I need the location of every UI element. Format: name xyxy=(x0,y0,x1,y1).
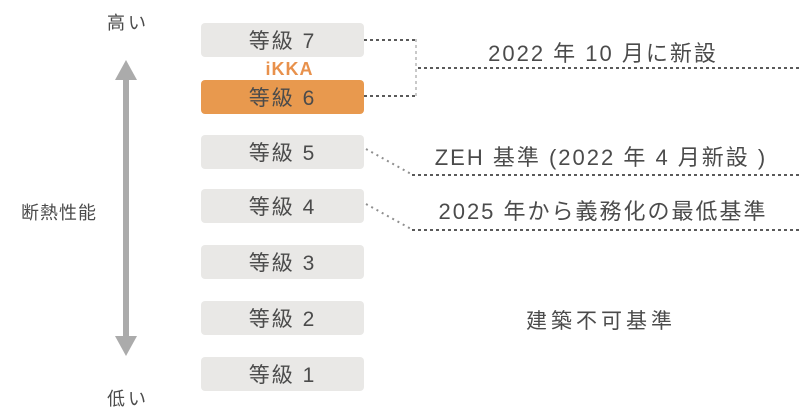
grade-box-2: 等級 2 xyxy=(201,301,364,335)
connector-bracket-vertical-dash xyxy=(415,39,417,97)
grade-box-1: 等級 1 xyxy=(201,357,364,391)
annotation-zeh-standard: ZEH 基準 (2022 年 4 月新設 ) xyxy=(434,145,768,170)
axis-title: 断熱性能 xyxy=(21,203,97,223)
axis-low-label: 低い xyxy=(107,389,149,409)
annotation-new-grades: 2022 年 10 月に新設 xyxy=(488,41,718,66)
connector-grade5-dotted xyxy=(365,148,414,176)
grade-box-2-label: 等級 2 xyxy=(248,308,317,331)
grade-box-3-label: 等級 3 xyxy=(248,252,317,275)
brand-label-ikka: iKKA xyxy=(265,59,314,79)
underline-new-grades-dash xyxy=(418,67,800,69)
arrow-down-icon xyxy=(115,336,137,356)
grade-box-5: 等級 5 xyxy=(201,135,364,169)
grade-box-5-label: 等級 5 xyxy=(248,142,317,165)
axis-high-label: 高い xyxy=(107,13,149,33)
underline-zeh-dash xyxy=(412,174,800,176)
connector-grade7-dash xyxy=(364,39,417,41)
connector-grade6-dash xyxy=(364,95,417,97)
grade-box-6-label: 等級 6 xyxy=(248,87,317,110)
underline-mandatory-dash xyxy=(412,229,800,231)
grade-box-6-highlighted: 等級 6 xyxy=(201,80,364,114)
connector-grade4-dotted xyxy=(365,203,414,231)
arrow-shaft xyxy=(123,78,129,338)
grade-box-4-label: 等級 4 xyxy=(248,196,317,219)
grade-box-1-label: 等級 1 xyxy=(248,364,317,387)
grade-box-7: 等級 7 xyxy=(201,23,364,57)
annotation-building-not-allowed: 建築不可基準 xyxy=(526,310,676,333)
grade-box-3: 等級 3 xyxy=(201,245,364,279)
arrow-up-icon xyxy=(115,60,137,80)
grade-box-7-label: 等級 7 xyxy=(248,30,317,53)
annotation-mandatory-2025: 2025 年から義務化の最低基準 xyxy=(438,199,768,224)
grade-box-4: 等級 4 xyxy=(201,189,364,223)
